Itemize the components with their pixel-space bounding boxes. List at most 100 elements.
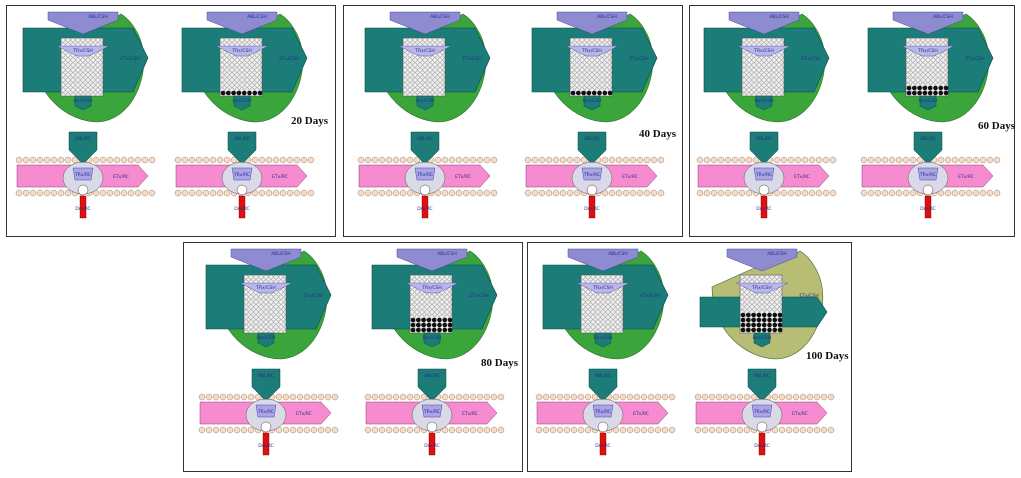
- diagram-cell: ABL/CSHTRx/CSHETx/CSHDxr/CSHABL/RCTRx/RC…: [860, 11, 1001, 219]
- bead: [573, 156, 581, 164]
- bead: [535, 426, 543, 434]
- inner-rc-label: TRx/RC: [423, 409, 440, 415]
- solid-dot: [247, 90, 252, 96]
- inner-plate: [565, 45, 619, 57]
- side-plate-label: ETx/CSH: [120, 56, 139, 62]
- solid-dot: [943, 90, 949, 96]
- top-rc-label: ABL/RC: [424, 373, 440, 379]
- top-block: [749, 131, 779, 163]
- solid-dot: [447, 322, 453, 328]
- bead: [141, 156, 149, 164]
- inner-plate-label: TRx/CSH: [255, 285, 275, 291]
- bead: [993, 189, 1001, 197]
- bead: [524, 189, 532, 197]
- bead: [490, 189, 498, 197]
- bead: [385, 393, 393, 401]
- diagram-cell: ABL/CSHTRx/CSHETx/CSHDxr/CSHABL/RCTRx/RC…: [174, 11, 315, 219]
- red-stem: [428, 432, 436, 456]
- bead: [965, 156, 973, 164]
- inner-rc: [581, 167, 603, 181]
- bead: [455, 393, 463, 401]
- top-plate-label: ABL/CSH: [608, 251, 628, 257]
- bead: [888, 156, 896, 164]
- bead: [490, 156, 498, 164]
- bead: [371, 156, 379, 164]
- diagram-cell: ABL/CSHTRx/CSHETx/CSHDxr/CSHABL/RCTRx/RC…: [15, 11, 156, 219]
- bead: [608, 156, 616, 164]
- inner-rc-label: TRx/RC: [755, 172, 772, 178]
- bead: [434, 156, 442, 164]
- bottom-plate-label: Dxr/CSH: [594, 335, 613, 341]
- bead: [106, 156, 114, 164]
- bottom-plate-label: Dxr/CSH: [416, 98, 435, 104]
- top-plate: [726, 248, 798, 272]
- bead: [668, 393, 676, 401]
- bead: [701, 426, 709, 434]
- solid-dot: [576, 90, 581, 96]
- top-rc-label: ABL/RC: [75, 136, 91, 142]
- bead: [654, 393, 662, 401]
- bottom-plate-label: Dxr/CSH: [74, 98, 93, 104]
- top-plate: [556, 11, 628, 35]
- top-plate-label: ABL/CSH: [430, 14, 450, 20]
- bead: [650, 156, 658, 164]
- bottom-plate-label: Dxr/CSH: [583, 98, 602, 104]
- solid-dot: [906, 85, 912, 91]
- bead: [895, 156, 903, 164]
- bead: [141, 189, 149, 197]
- bead: [22, 156, 30, 164]
- bead: [601, 156, 609, 164]
- bead: [647, 426, 655, 434]
- bead: [43, 156, 51, 164]
- bead: [752, 156, 760, 164]
- bead: [566, 156, 574, 164]
- bead: [787, 189, 795, 197]
- bead: [867, 156, 875, 164]
- bead: [895, 189, 903, 197]
- bead: [902, 189, 910, 197]
- bead: [743, 426, 751, 434]
- bead: [399, 189, 407, 197]
- bead: [286, 156, 294, 164]
- bead: [724, 156, 732, 164]
- top-plate: [892, 11, 964, 35]
- bead: [406, 189, 414, 197]
- top-rc-label: ABL/RC: [595, 373, 611, 379]
- inner-rc: [421, 404, 443, 418]
- bead: [972, 189, 980, 197]
- bead: [497, 426, 505, 434]
- bead: [420, 393, 428, 401]
- bead: [469, 189, 477, 197]
- side-rc-label: ETx/RC: [272, 174, 288, 180]
- solid-dot: [740, 312, 746, 318]
- bead: [303, 393, 311, 401]
- bead: [902, 156, 910, 164]
- bead: [657, 156, 665, 164]
- solid-dot: [442, 322, 448, 328]
- bead: [965, 189, 973, 197]
- bead: [829, 189, 837, 197]
- inner-plate: [901, 45, 955, 57]
- bead: [219, 393, 227, 401]
- bead: [219, 426, 227, 434]
- inner-rc: [72, 167, 94, 181]
- solid-dot: [767, 317, 772, 323]
- bead: [275, 393, 283, 401]
- inner-rc-label: TRx/RC: [753, 409, 770, 415]
- diagram-cell: ABL/CSHTRx/CSHETx/CSHDxr/CSHABL/RCTRx/RC…: [364, 248, 505, 456]
- solid-dot: [933, 90, 938, 96]
- top-rc-label: ABL/RC: [234, 136, 250, 142]
- solid-dot: [767, 327, 772, 333]
- solid-dot: [927, 90, 933, 96]
- inner-plate: [239, 282, 293, 294]
- bead: [22, 189, 30, 197]
- solid-dot: [777, 312, 783, 318]
- bead: [50, 189, 58, 197]
- bead: [483, 156, 491, 164]
- side-plate-label: ETx/CSH: [965, 56, 984, 62]
- knob: [260, 421, 272, 433]
- bead: [654, 426, 662, 434]
- bead: [181, 156, 189, 164]
- bead: [364, 426, 372, 434]
- inner-rc: [231, 167, 253, 181]
